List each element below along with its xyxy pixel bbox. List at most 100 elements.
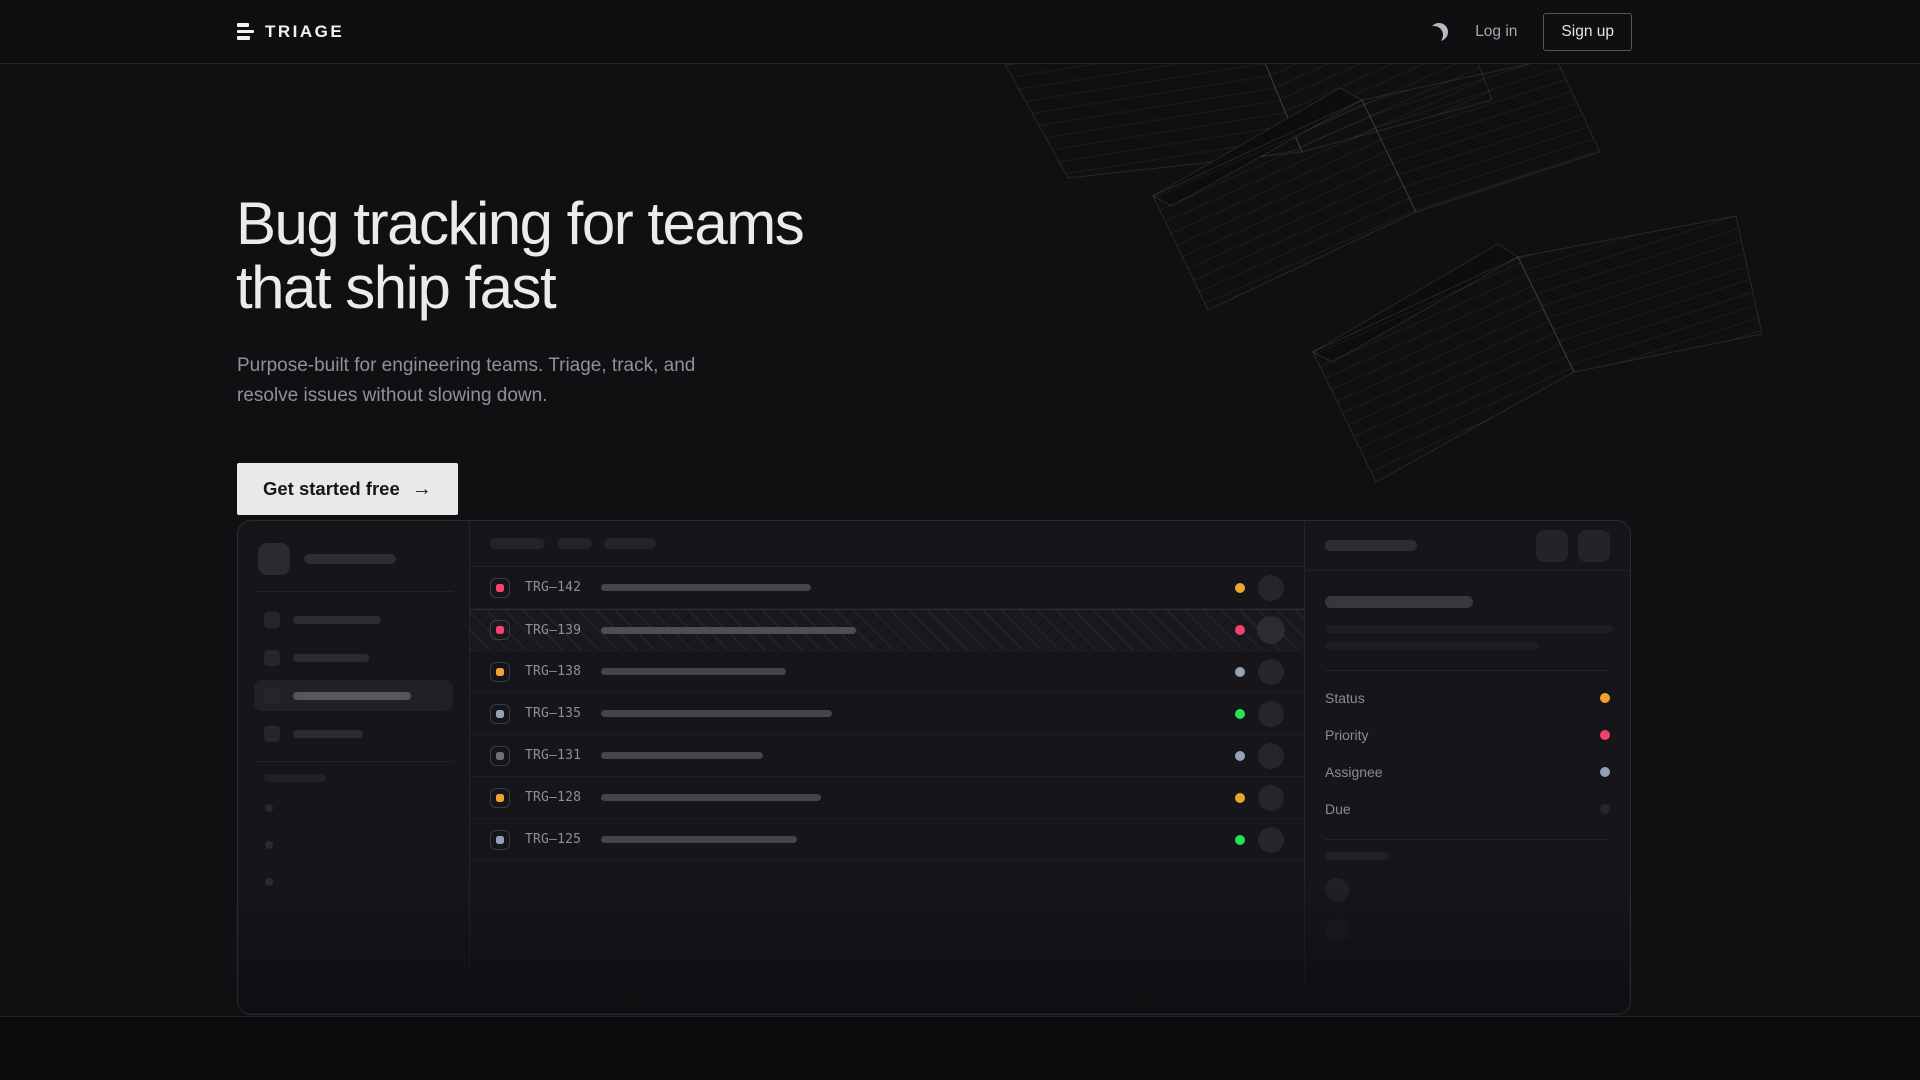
sidebar-item-icon — [264, 687, 280, 704]
status-dot — [1235, 582, 1245, 593]
issue-id: TRG–128 — [525, 790, 582, 805]
property-row[interactable]: Priority — [1325, 716, 1610, 753]
detail-action-button-1[interactable] — [1536, 529, 1568, 562]
sidebar-item-3-active[interactable] — [254, 680, 453, 711]
issue-list: TRG–142 TRG–139 TRG–138 TRG–135 TRG–131 — [470, 521, 1305, 1014]
status-dot — [1235, 792, 1245, 803]
property-value-dot — [1600, 692, 1610, 703]
issue-type-icon — [490, 661, 510, 682]
sidebar-item-4[interactable] — [254, 718, 453, 749]
assignee-avatar — [1258, 784, 1284, 811]
issue-detail-panel: Status Priority Assignee Due — [1305, 521, 1630, 1014]
assignee-avatar — [1258, 658, 1284, 685]
status-dot — [1235, 750, 1245, 761]
detail-header — [1305, 521, 1630, 571]
divider — [254, 761, 453, 762]
issue-type-icon — [490, 829, 510, 850]
property-row[interactable]: Status — [1325, 679, 1610, 716]
property-label: Due — [1325, 800, 1351, 817]
issue-title-skeleton — [601, 794, 821, 801]
issue-row[interactable]: TRG–142 — [470, 567, 1304, 609]
property-label: Status — [1325, 689, 1365, 706]
sidebar-item-icon — [264, 649, 280, 666]
app-mockup: TRG–142 TRG–139 TRG–138 TRG–135 TRG–131 — [237, 520, 1631, 1015]
property-row[interactable]: Assignee — [1325, 753, 1610, 790]
issue-id: TRG–125 — [525, 832, 582, 847]
divider — [1325, 670, 1610, 671]
logo-icon — [237, 23, 254, 40]
get-started-button[interactable]: Get started free → — [237, 463, 458, 515]
detail-body: Status Priority Assignee Due — [1305, 571, 1630, 963]
arrow-right-icon: → — [411, 477, 432, 500]
filter-tab-skeleton[interactable] — [604, 538, 656, 549]
login-link[interactable]: Log in — [1475, 22, 1518, 40]
assignee-avatar — [1258, 574, 1284, 601]
divider — [254, 591, 453, 592]
issue-row[interactable]: TRG–138 — [470, 651, 1304, 693]
issue-title-skeleton — [601, 668, 786, 675]
filter-tab-skeleton[interactable] — [557, 538, 592, 549]
sidebar-section-label-skeleton — [264, 774, 326, 782]
issue-type-icon — [490, 577, 510, 598]
hero-section: Bug tracking for teams that ship fast Pu… — [0, 64, 1920, 1016]
hero-subtitle: Purpose-built for engineering teams. Tri… — [237, 355, 696, 406]
theme-toggle-button[interactable] — [1429, 22, 1449, 42]
issue-title-skeleton — [601, 584, 811, 591]
activity-label-skeleton — [1325, 852, 1389, 860]
issue-id: TRG–138 — [525, 664, 582, 679]
title-line-2: that ship fast — [236, 254, 557, 321]
sidebar-item-2[interactable] — [254, 642, 453, 673]
sidebar-item-skeleton — [293, 729, 363, 738]
divider — [1325, 839, 1610, 840]
issue-row[interactable]: TRG–125 — [470, 819, 1304, 861]
assignee-avatar — [1258, 617, 1284, 643]
issue-row[interactable]: TRG–128 — [470, 777, 1304, 819]
sidebar-bullet — [265, 878, 273, 886]
section-divider — [0, 1016, 1920, 1017]
property-value-dot — [1600, 766, 1610, 777]
activity-avatar — [1325, 878, 1349, 902]
status-dot — [1235, 708, 1245, 719]
signup-button[interactable]: Sign up — [1543, 12, 1632, 51]
workspace-avatar — [258, 543, 290, 575]
issue-description-skeleton — [1325, 625, 1613, 633]
issue-id: TRG–139 — [525, 622, 582, 638]
sidebar-item-skeleton — [293, 615, 381, 624]
status-dot — [1235, 834, 1245, 845]
workspace-name-skeleton — [304, 554, 396, 564]
brand[interactable]: TRIAGE — [237, 22, 344, 42]
property-row[interactable]: Due — [1325, 790, 1610, 827]
issue-type-icon — [490, 620, 510, 640]
sidebar-bullet — [265, 804, 273, 812]
issue-id: TRG–135 — [525, 706, 582, 721]
issue-row[interactable]: TRG–135 — [470, 693, 1304, 735]
status-dot — [1235, 666, 1245, 677]
issue-title-skeleton — [601, 710, 832, 717]
filter-tab-skeleton[interactable] — [490, 538, 545, 549]
issue-row[interactable]: TRG–131 — [470, 735, 1304, 777]
page-title: Bug tracking for teams that ship fast — [236, 190, 805, 321]
issue-id: TRG–142 — [525, 580, 582, 595]
sidebar-bullet — [265, 841, 273, 849]
sidebar-item-1[interactable] — [254, 604, 453, 635]
status-dot — [1235, 625, 1245, 635]
nav-actions: Log in Sign up — [1429, 12, 1632, 51]
assignee-avatar — [1258, 742, 1284, 769]
property-value-dot — [1600, 729, 1610, 740]
workspace-switcher[interactable] — [254, 537, 453, 589]
issue-type-icon — [490, 787, 510, 808]
property-rows: Status Priority Assignee Due — [1325, 679, 1610, 827]
detail-action-button-2[interactable] — [1578, 529, 1610, 562]
brand-name: TRIAGE — [265, 21, 345, 41]
title-line-1: Bug tracking for teams — [236, 190, 805, 257]
next-section — [0, 1017, 1920, 1080]
issue-id: TRG–131 — [525, 748, 582, 763]
issue-row[interactable]: TRG–139 — [470, 609, 1304, 651]
issue-title-skeleton — [601, 626, 856, 634]
assignee-avatar — [1258, 700, 1284, 727]
sidebar-item-skeleton — [293, 653, 369, 662]
top-nav: TRIAGE Log in Sign up — [0, 0, 1920, 64]
issue-list-rows: TRG–142 TRG–139 TRG–138 TRG–135 TRG–131 — [470, 567, 1304, 861]
detail-title-skeleton — [1325, 540, 1417, 551]
